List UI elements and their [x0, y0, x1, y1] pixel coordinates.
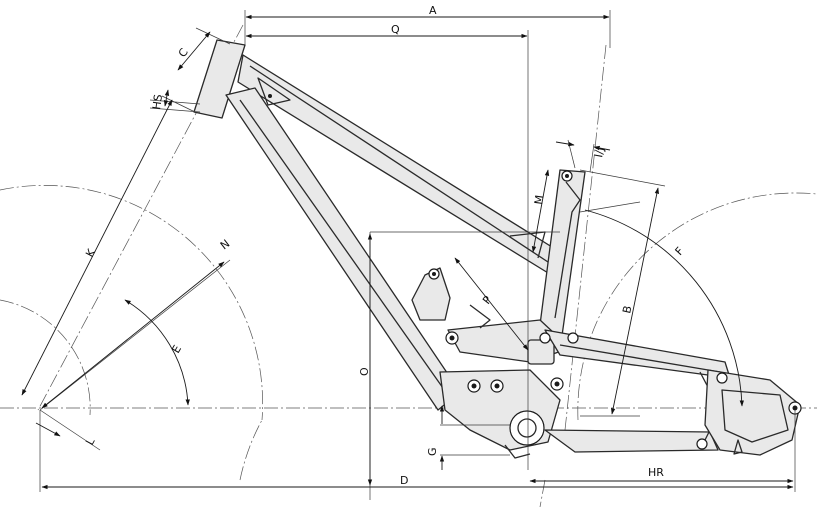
dim-C-line — [177, 31, 211, 71]
label-Q: Q — [391, 23, 400, 36]
rear-wheel-arc — [577, 192, 817, 421]
cable-port-icon — [268, 94, 272, 98]
dim-F-arc — [584, 209, 745, 407]
label-HS: HS — [150, 93, 165, 110]
label-D: D — [400, 474, 408, 487]
dim-M-line — [531, 169, 550, 253]
label-G: G — [426, 447, 439, 456]
front-wheel-arc — [0, 185, 263, 421]
dimension-lines — [21, 14, 794, 490]
label-B: B — [620, 305, 634, 315]
dimension-labels: A Q C HS I/J M K N F E P B O L G D HR — [83, 4, 686, 487]
label-O: O — [358, 367, 371, 376]
bottom-bracket — [509, 410, 545, 446]
down-tube-edge — [239, 99, 451, 399]
dim-N-line — [41, 261, 225, 409]
label-IJ: I/J — [592, 146, 607, 158]
label-E: E — [169, 343, 184, 356]
rear-triangle — [544, 329, 801, 456]
dim-E-arc — [124, 299, 190, 406]
label-L: L — [83, 435, 98, 447]
chain-guide-tab — [504, 444, 531, 459]
shock-lower-mount — [539, 332, 551, 344]
dim-IJ-right — [593, 145, 611, 151]
dim-B-line — [610, 187, 660, 415]
seatstay-pivot — [567, 332, 579, 344]
chain-stay — [544, 429, 719, 453]
front-wheel-arc-lower — [239, 419, 263, 481]
front-triangle — [193, 39, 586, 411]
dim-L-line — [35, 422, 61, 437]
rear-wheel-arc-lower — [539, 479, 546, 507]
label-K: K — [83, 246, 98, 259]
dim-P-line — [454, 257, 529, 351]
head-gusset — [257, 77, 291, 106]
label-N: N — [218, 237, 232, 252]
dim-K-line — [21, 99, 173, 396]
shock-bolt — [469, 304, 491, 329]
seat-tube-edge — [554, 181, 581, 319]
label-HR: HR — [648, 466, 664, 479]
top-tube-edge — [249, 65, 549, 263]
front-wheel-inner-arc — [0, 299, 91, 416]
pivots — [428, 170, 802, 450]
derailleur-hanger — [733, 439, 743, 455]
head-tube — [193, 39, 246, 119]
label-M: M — [532, 194, 546, 205]
rocker-link — [411, 267, 451, 321]
dim-IJ-left — [555, 141, 575, 147]
label-A: A — [429, 4, 437, 17]
dropout-lower-pivot — [696, 438, 708, 450]
bottom-bracket-inner — [517, 418, 537, 438]
shock-body — [527, 339, 555, 365]
dropout-window — [721, 389, 789, 443]
seat-tube-axis — [564, 44, 607, 431]
dropout-upper-pivot — [716, 372, 728, 384]
label-F: F — [673, 245, 687, 258]
